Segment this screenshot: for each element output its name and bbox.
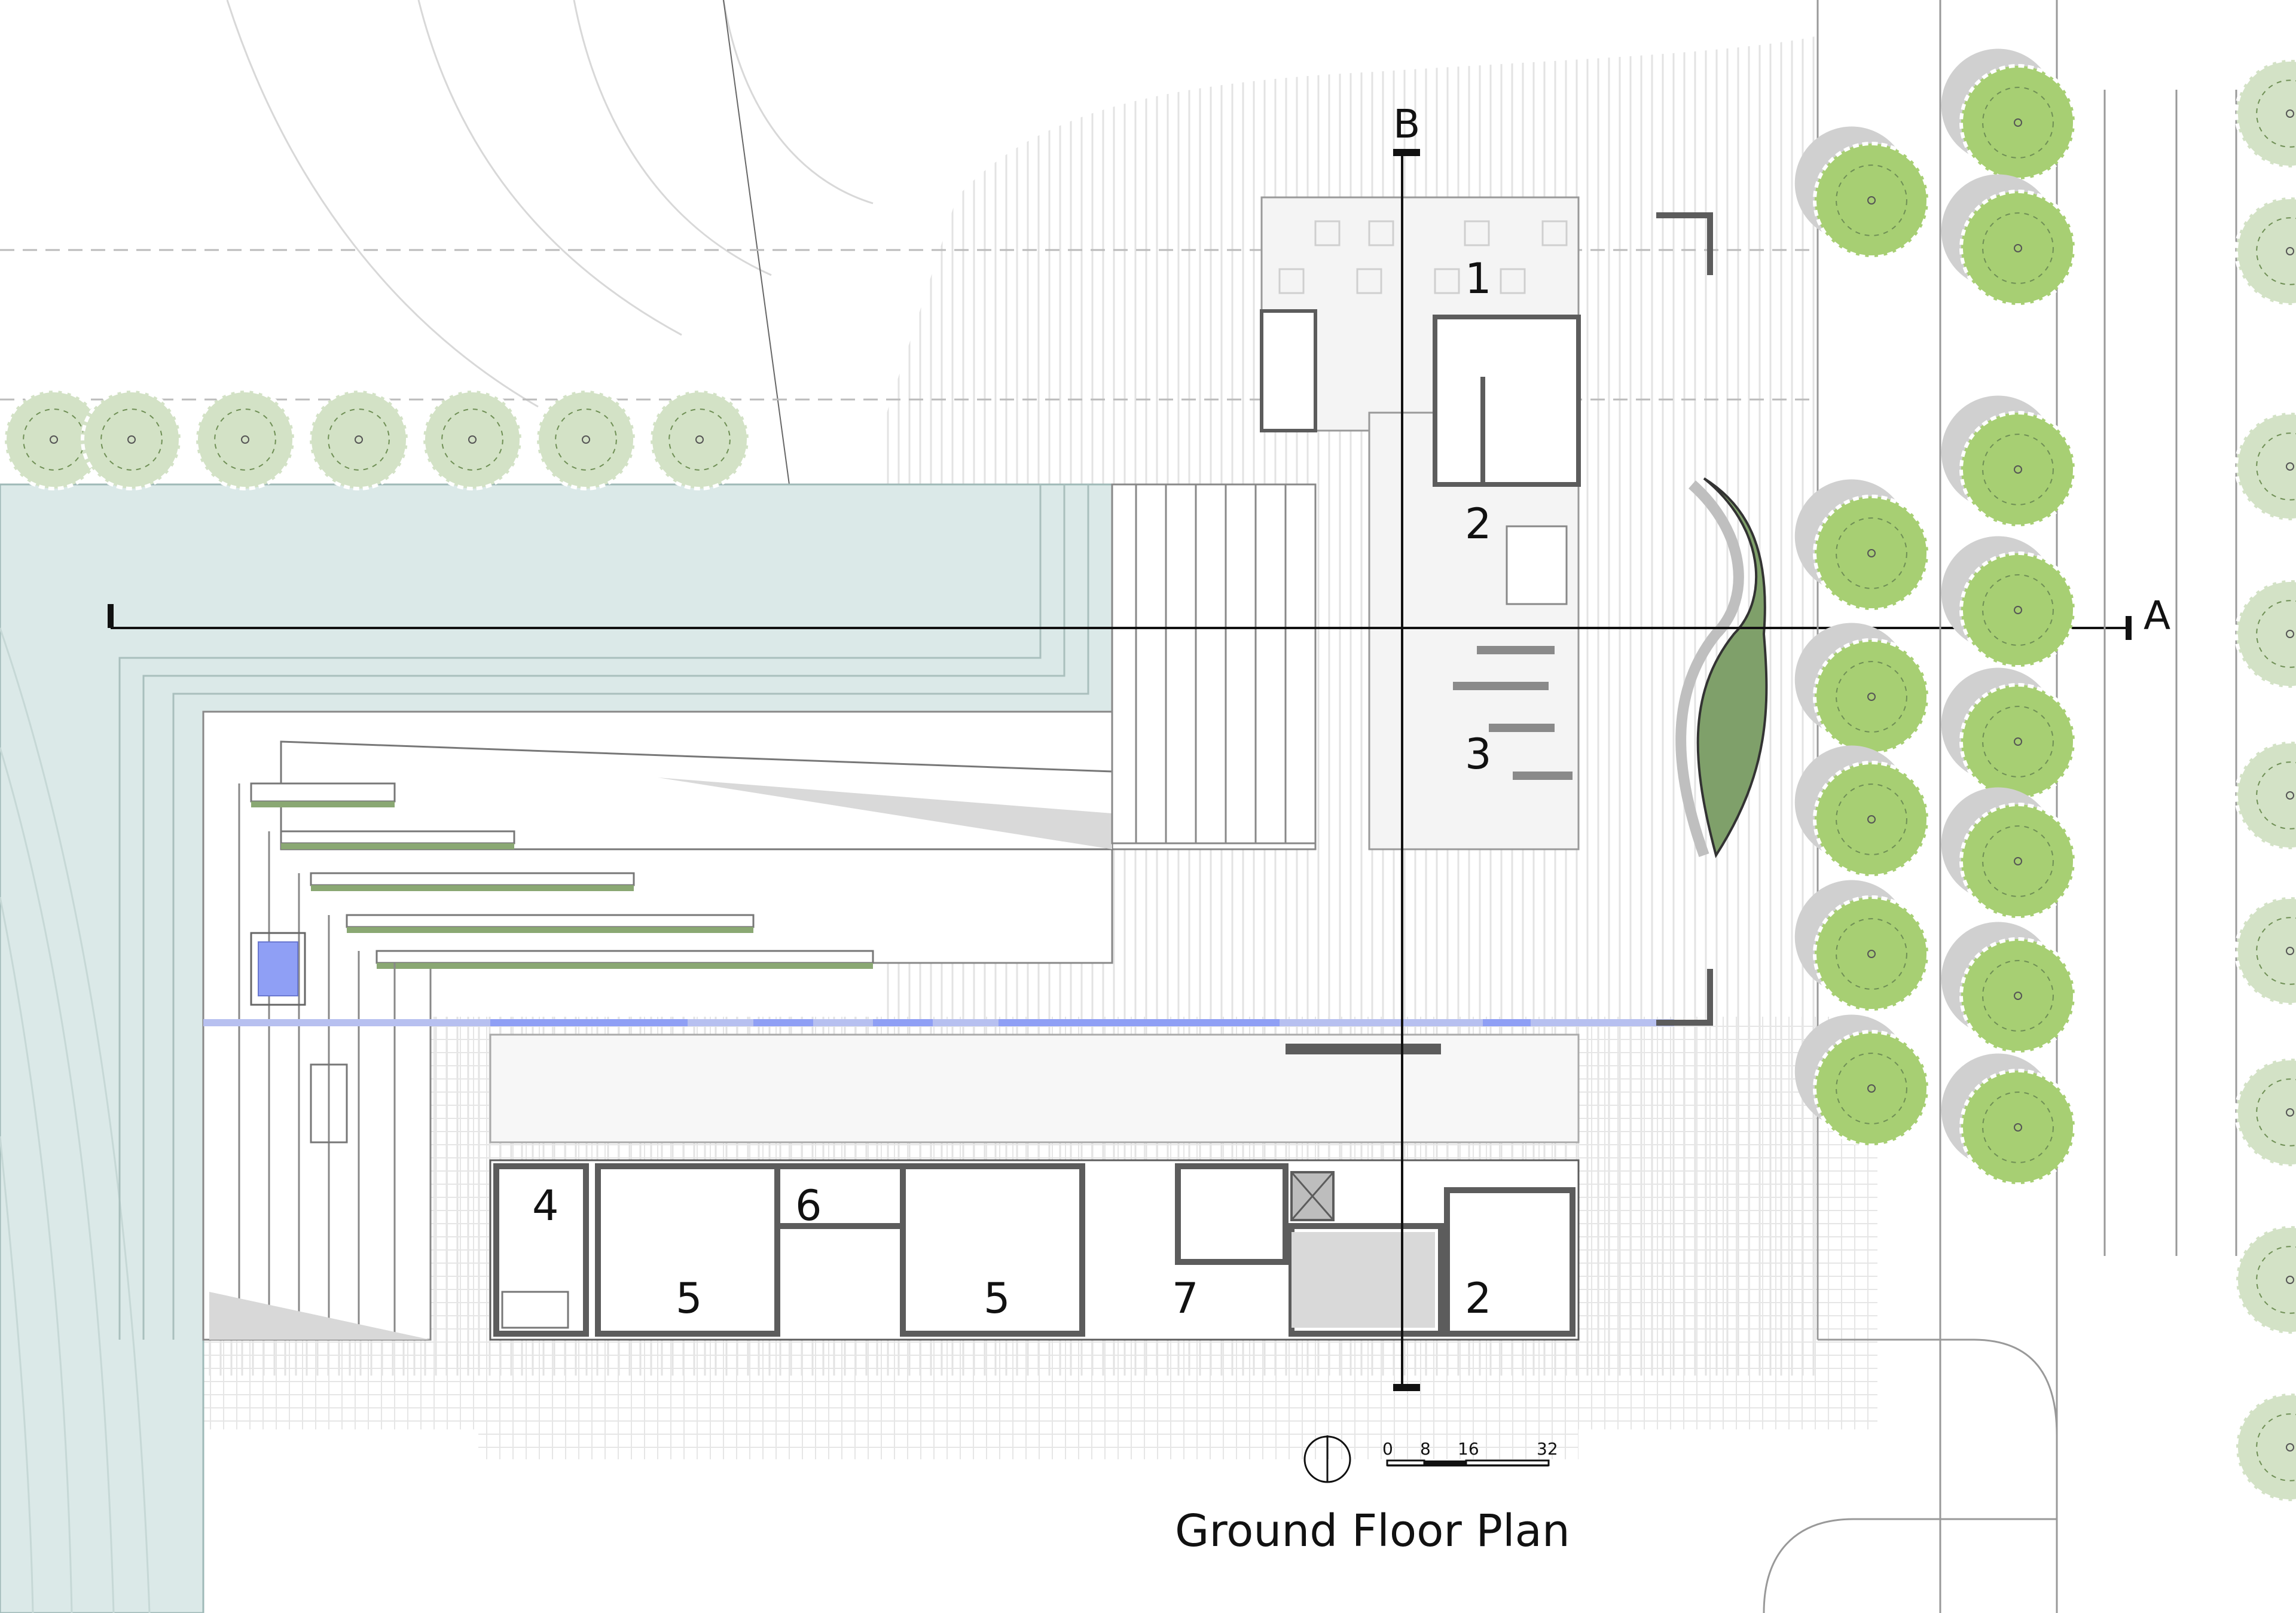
- tree-icon: [649, 389, 750, 490]
- tree-icon: [1794, 1014, 1930, 1147]
- tree-icon: [1794, 623, 1930, 755]
- upper-pavilion: [1260, 196, 1581, 850]
- tree-icon: [2234, 411, 2296, 522]
- section-marker-b: B: [1393, 101, 1420, 147]
- terraces: [202, 483, 1674, 1341]
- room-label-2-lower: 2: [1465, 1274, 1492, 1323]
- room-label-5-right: 5: [984, 1274, 1010, 1323]
- room-label-2-upper: 2: [1465, 499, 1492, 548]
- tree-icon: [2234, 1057, 2296, 1168]
- tree-icon: [2234, 578, 2296, 690]
- tree-icon: [422, 389, 523, 490]
- pool: [258, 941, 298, 996]
- stepped-seating: [1111, 483, 1317, 844]
- tree-icon: [1941, 787, 2077, 920]
- tree-icon: [2234, 895, 2296, 1007]
- tree-icon: [194, 389, 296, 490]
- room-label-7: 7: [1172, 1274, 1199, 1323]
- tree-icon: [1794, 479, 1930, 612]
- tree-icon: [2234, 1224, 2296, 1335]
- tree-icon: [1941, 395, 2077, 528]
- tree-icon: [81, 389, 182, 490]
- tree-icon: [1941, 1053, 2077, 1186]
- tree-icon: [1941, 922, 2077, 1054]
- tree-icon: [1941, 174, 2077, 307]
- dashed-lines: [0, 249, 1818, 401]
- scale-tick-8: 8: [1420, 1439, 1431, 1459]
- tree-icon: [2234, 1392, 2296, 1503]
- room-label-1: 1: [1465, 254, 1492, 303]
- tree-icon: [2234, 196, 2296, 307]
- north-arrow-icon: [1303, 1435, 1351, 1483]
- tree-icon: [308, 389, 410, 490]
- lower-building: [489, 1033, 1580, 1341]
- tree-icon: [1794, 880, 1930, 1013]
- plan-title: Ground Floor Plan: [1175, 1505, 1570, 1557]
- tree-icon: [1941, 48, 2077, 181]
- scale-tick-0: 0: [1382, 1439, 1393, 1459]
- room-label-4: 4: [532, 1181, 559, 1230]
- room-label-5-left: 5: [676, 1274, 703, 1323]
- tree-icon: [1941, 536, 2077, 669]
- room-label-6: 6: [795, 1181, 822, 1230]
- tree-icon: [1794, 745, 1930, 878]
- trees: [3, 48, 2296, 1503]
- curved-canopy: [1675, 477, 1768, 858]
- water-body: [0, 483, 1113, 1613]
- room-label-3: 3: [1465, 730, 1492, 779]
- tree-icon: [1941, 667, 2077, 800]
- corner-walls: [1656, 212, 1713, 1026]
- contour-lines: [226, 0, 874, 485]
- scale-tick-32: 32: [1537, 1439, 1558, 1459]
- tree-icon: [2234, 740, 2296, 851]
- tree-icon: [2234, 58, 2296, 169]
- section-marker-a: A: [2144, 593, 2170, 639]
- scale-tick-16: 16: [1458, 1439, 1479, 1459]
- tree-icon: [535, 389, 637, 490]
- scale-bar: 0 8 16 32: [1382, 1439, 1558, 1466]
- tree-icon: [1794, 126, 1930, 259]
- section-lines: [108, 149, 2132, 1391]
